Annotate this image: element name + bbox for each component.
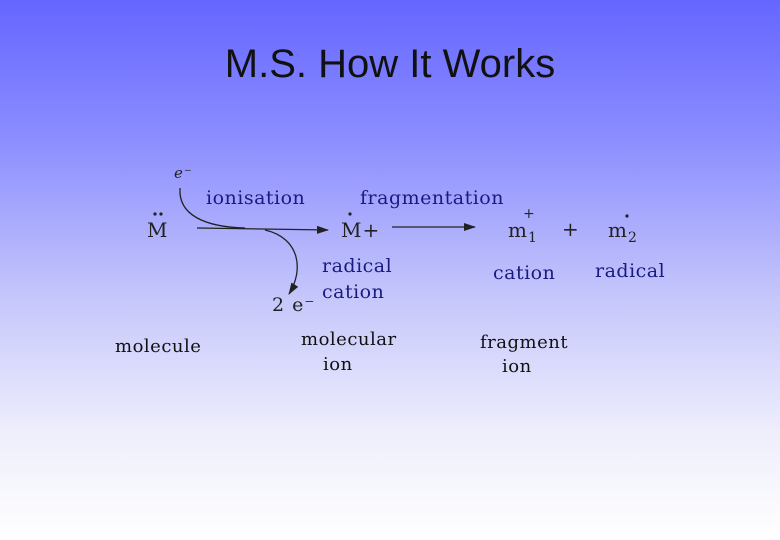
radical-cation-line1: radical (322, 255, 393, 277)
fragmentation-label: fragmentation (360, 187, 504, 209)
ionisation-arrow (196, 225, 329, 234)
fragment-m1-symbol: m1 (508, 218, 538, 246)
ionisation-label: ionisation (206, 187, 306, 209)
fragment-m2-radical-dot (625, 214, 629, 218)
radical-cation-line2: cation (322, 281, 385, 303)
radical-label: radical (595, 260, 666, 282)
molecular-ion-line2: ion (323, 354, 353, 375)
fragment-m1-charge: + (523, 206, 536, 222)
fragment-ion-line2: ion (502, 356, 532, 377)
plus-sign: + (562, 217, 580, 241)
fragment-ion-line1: fragment (480, 332, 569, 353)
molecule-lone-pair-dot (159, 212, 163, 216)
molecular-ion-radical-dot (348, 212, 352, 216)
electron-out-arrow (264, 229, 299, 295)
electron-in-label: e⁻ (174, 164, 193, 182)
molecular-ion-line1: molecular (301, 329, 397, 350)
molecule-label: molecule (115, 336, 202, 357)
slide-title: M.S. How It Works (224, 42, 556, 86)
molecule-symbol: M (147, 218, 169, 242)
molecule-lone-pair-dot (153, 212, 157, 216)
electron-in-arrow (179, 187, 246, 229)
electrons-out-label: 2 e⁻ (272, 294, 316, 316)
fragment-m2-symbol: m2 (608, 218, 638, 246)
cation-label: cation (493, 262, 556, 284)
molecular-ion-symbol: M+ (341, 218, 381, 242)
